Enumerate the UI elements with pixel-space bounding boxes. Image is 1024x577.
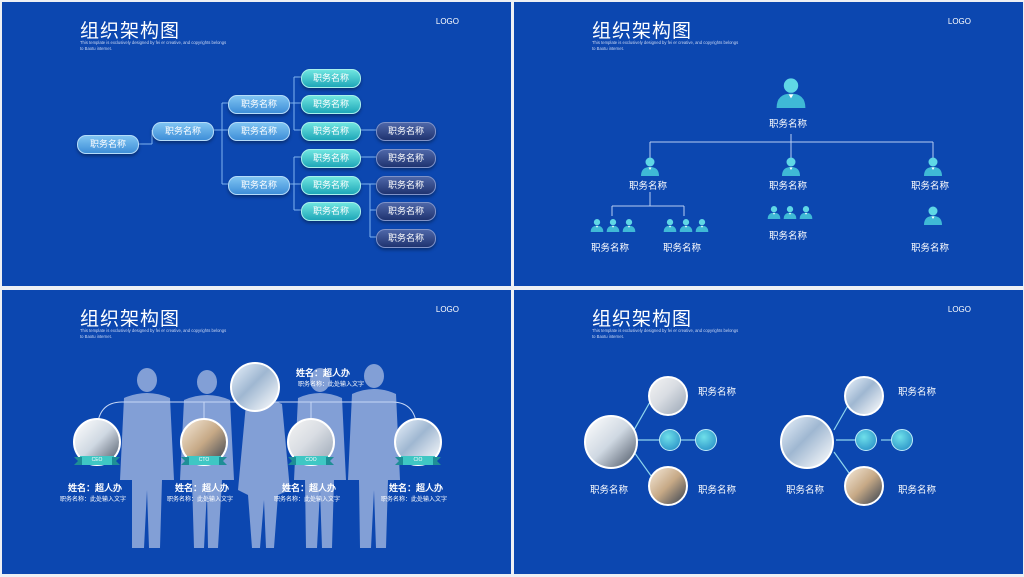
tree-connectors — [139, 76, 376, 238]
node-level3: 职务名称 — [301, 176, 361, 195]
node-level2: 职务名称 — [228, 176, 290, 195]
member-desc: 职务名称：此处输入文字 — [274, 497, 341, 503]
person-icon — [924, 206, 942, 225]
person-icon — [767, 206, 781, 219]
node-level1: 职务名称 — [152, 122, 214, 141]
leader-name: 姓名：超人办 — [296, 368, 351, 378]
member-photo — [648, 376, 688, 416]
node-level2: 职务名称 — [228, 95, 290, 114]
node-label: 职务名称 — [629, 181, 668, 192]
node-level2: 职务名称 — [228, 122, 290, 141]
slide-subtitle: This template is exclusively designed by… — [592, 40, 739, 51]
node-label: 职务名称 — [898, 387, 937, 398]
node-label: 职务名称 — [769, 119, 808, 130]
person-icon — [606, 219, 620, 232]
logo-placeholder: LOGO — [435, 17, 459, 26]
node-level4: 职务名称 — [376, 122, 436, 141]
add-user-icon — [659, 429, 681, 451]
node-level3: 职务名称 — [301, 202, 361, 221]
node-level4: 职务名称 — [376, 176, 436, 195]
node-label: 职务名称 — [663, 243, 702, 254]
hierarchy-connectors — [590, 78, 942, 232]
slide-circle-network: 组织架构图 This template is exclusively desig… — [514, 290, 1023, 574]
node-label: 职务名称 — [769, 181, 808, 192]
person-icon — [641, 157, 659, 176]
person-icon — [663, 219, 677, 232]
slide-title: 组织架构图 — [80, 309, 181, 330]
member-name: 姓名：超人办 — [175, 483, 230, 493]
member-photo — [648, 466, 688, 506]
node-label: 职务名称 — [911, 181, 950, 192]
member-name: 姓名：超人办 — [68, 483, 123, 493]
member-photo — [844, 376, 884, 416]
main-photo — [780, 415, 834, 469]
node-level4: 职务名称 — [376, 149, 436, 168]
member-name: 姓名：超人办 — [389, 483, 444, 493]
member-photo — [844, 466, 884, 506]
node-label: 职务名称 — [590, 485, 629, 496]
slide-subtitle: This template is exclusively designed by… — [80, 328, 227, 339]
slide-subtitle: This template is exclusively designed by… — [592, 328, 739, 339]
badge-coo: COO — [288, 456, 334, 465]
node-label: 职务名称 — [591, 243, 630, 254]
logo-placeholder: LOGO — [947, 17, 971, 26]
node-level4: 职务名称 — [376, 229, 436, 248]
logo-placeholder: LOGO — [947, 305, 971, 314]
leader-desc: 职务名称：此处输入文字 — [298, 382, 365, 388]
slide-subtitle: This template is exclusively designed by… — [80, 40, 227, 51]
badge-ceo: CEO — [74, 456, 120, 465]
node-level0: 职务名称 — [77, 135, 139, 154]
person-icon — [695, 219, 709, 232]
add-user-icon — [695, 429, 717, 451]
slide-team-silhouettes: 组织架构图 This template is exclusively desig… — [2, 290, 511, 574]
slide-person-hierarchy: 组织架构图 This template is exclusively desig… — [514, 2, 1023, 286]
person-icon — [924, 157, 942, 176]
person-icon — [782, 157, 800, 176]
add-user-icon — [855, 429, 877, 451]
person-icon — [590, 219, 604, 232]
node-label: 职务名称 — [898, 485, 937, 496]
node-label: 职务名称 — [698, 387, 737, 398]
node-level3: 职务名称 — [301, 149, 361, 168]
badge-cto: CTO — [181, 456, 227, 465]
node-label: 职务名称 — [698, 485, 737, 496]
slide-tree-chart: 组织架构图 This template is exclusively desig… — [2, 2, 511, 286]
slide-title: 组织架构图 — [80, 21, 181, 42]
person-icon — [783, 206, 797, 219]
member-desc: 职务名称：此处输入文字 — [381, 497, 448, 503]
node-label: 职务名称 — [769, 231, 808, 242]
node-level3: 职务名称 — [301, 69, 361, 88]
person-icon — [799, 206, 813, 219]
node-label: 职务名称 — [911, 243, 950, 254]
member-desc: 职务名称：此处输入文字 — [60, 497, 127, 503]
slide-title: 组织架构图 — [592, 309, 693, 330]
node-level3: 职务名称 — [301, 95, 361, 114]
person-icon — [679, 219, 693, 232]
person-icon — [622, 219, 636, 232]
member-desc: 职务名称：此处输入文字 — [167, 497, 234, 503]
node-level3: 职务名称 — [301, 122, 361, 141]
leader-photo — [230, 362, 280, 412]
slide-title: 组织架构图 — [592, 21, 693, 42]
node-label: 职务名称 — [786, 485, 825, 496]
badge-cio: CIO — [395, 456, 441, 465]
person-icon — [776, 78, 806, 108]
node-level4: 职务名称 — [376, 202, 436, 221]
add-user-icon — [891, 429, 913, 451]
logo-placeholder: LOGO — [435, 305, 459, 314]
main-photo — [584, 415, 638, 469]
member-name: 姓名：超人办 — [282, 483, 337, 493]
